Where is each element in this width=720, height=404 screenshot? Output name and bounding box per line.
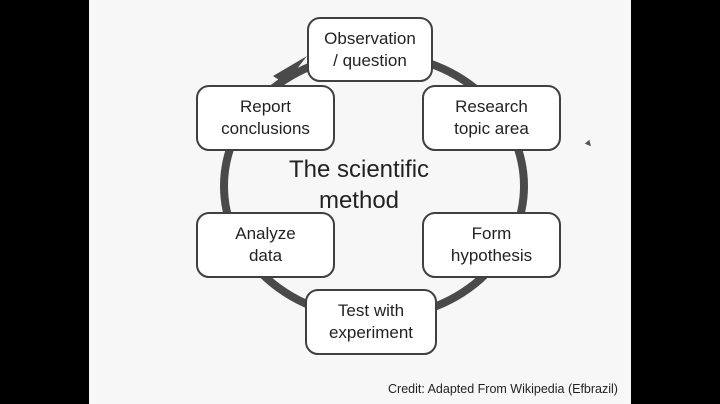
node-hypothesis: Form hypothesis (422, 212, 561, 278)
node-report: Report conclusions (196, 85, 335, 151)
arrowhead-icon (273, 56, 307, 84)
node-observation: Observation / question (307, 17, 433, 82)
node-test: Test with experiment (305, 289, 437, 355)
slide: Observation / question Research topic ar… (89, 0, 631, 404)
diagram-title: The scientific method (288, 156, 430, 214)
node-research: Research topic area (422, 85, 561, 151)
node-analyze: Analyze data (196, 212, 335, 278)
credit-text: Credit: Adapted From Wikipedia (Efbrazil… (388, 382, 618, 396)
